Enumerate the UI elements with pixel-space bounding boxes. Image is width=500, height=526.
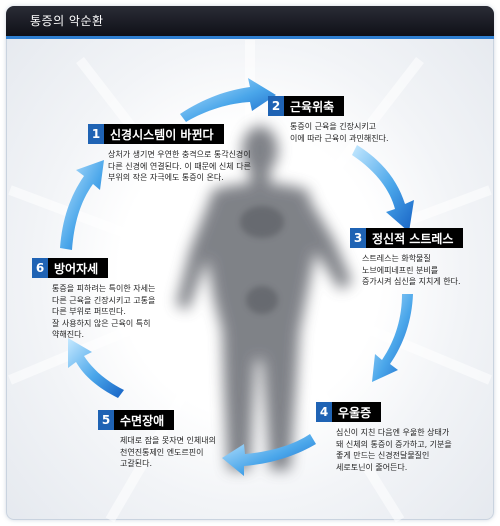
step-4-header: 4 우울증 [316,402,452,422]
step-5-title: 수면장애 [114,410,175,430]
arrow-3-to-4-icon [372,294,413,382]
step-1-header: 1 신경시스템이 바뀐다 [88,124,251,144]
step-4-line: 좋게 만드는 신경전달물질인 [336,451,430,460]
step-1-number: 1 [88,124,104,144]
step-6-line: 다른 부위로 퍼뜨린다. [52,307,126,316]
step-3-number: 3 [350,228,366,248]
step-2-line: 통증이 근육을 긴장시키고 [290,122,377,131]
step-2: 2 근육위축 통증이 근육을 긴장시키고 이에 따라 근육이 과민해진다. [268,96,389,144]
arrow-5-to-6-icon [68,338,124,398]
step-3-line: 스트레스는 화학물질 [362,254,431,263]
step-4-number: 4 [316,402,332,422]
step-6-description: 통증을 피하려는 특이한 자세는 다른 근육을 긴장시키고 고통을 다른 부위로… [52,283,155,341]
step-6: 6 방어자세 통증을 피하려는 특이한 자세는 다른 근육을 긴장시키고 고통을… [32,258,155,341]
step-2-line: 이에 따라 근육이 과민해진다. [290,133,389,143]
step-5-line: 제대로 잠을 못자면 인체내의 [120,436,216,445]
arrow-1-to-2-icon [180,78,276,122]
step-1-description: 상처가 생기면 우연한 충격으로 통각신경이 다른 신경에 연결된다. 이 때문… [108,149,251,184]
step-4-line: 세로토닌이 줄어든다. [336,462,408,472]
step-6-number: 6 [32,258,48,278]
step-2-number: 2 [268,96,284,116]
arrow-6-to-1-icon [60,160,104,250]
step-6-line: 다른 근육을 긴장시키고 고통을 [52,295,156,305]
step-5-line: 고갈된다. [120,459,152,468]
arrow-4-to-5-icon [222,434,316,476]
step-6-line: 잘 사용하지 않은 근육이 특히 [52,318,151,328]
page-title: 통증의 악순환 [30,14,104,28]
step-1-line: 상처가 생기면 우연한 충격으로 통각신경이 [108,150,251,159]
step-3-line: 노브에피네프린 분비를 [362,265,439,275]
step-1-title: 신경시스템이 바뀐다 [104,124,224,144]
step-3-description: 스트레스는 화학물질 노브에피네프린 분비를 증가시켜 심신을 지치게 한다. [362,253,463,288]
cycle-arrows [60,78,414,476]
step-5-description: 제대로 잠을 못자면 인체내의 천연진통제인 엔도르핀이 고갈된다. [120,435,216,470]
human-silhouette-icon [176,126,352,470]
step-4: 4 우울증 심신이 지친 다음엔 우울한 상태가 돼 신체의 통증이 증가하고,… [316,402,452,473]
step-1: 1 신경시스템이 바뀐다 상처가 생기면 우연한 충격으로 통각신경이 다른 신… [88,124,251,184]
step-1-line: 다른 신경에 연결된다. 이 때문에 신체 다른 [108,161,251,171]
step-4-description: 심신이 지친 다음엔 우울한 상태가 돼 신체의 통증이 증가하고, 기분을 좋… [336,427,452,473]
step-1-line: 부위의 작은 자극에도 통증이 온다. [108,173,224,182]
step-6-title: 방어자세 [48,258,109,278]
step-3-line: 증가시켜 심신을 지치게 한다. [362,277,461,286]
step-5-header: 5 수면장애 [98,410,216,430]
step-2-description: 통증이 근육을 긴장시키고 이에 따라 근육이 과민해진다. [290,121,389,144]
step-6-header: 6 방어자세 [32,258,155,278]
step-5-line: 천연진통제인 엔도르핀이 [120,447,204,457]
step-6-line: 통증을 피하려는 특이한 자세는 [52,284,156,293]
step-3-title: 정신적 스트레스 [366,228,464,248]
step-4-line: 돼 신체의 통증이 증가하고, 기분을 [336,439,452,449]
step-4-line: 심신이 지친 다음엔 우울한 상태가 [336,428,450,437]
title-bar: 통증의 악순환 [6,6,494,39]
step-3: 3 정신적 스트레스 스트레스는 화학물질 노브에피네프린 분비를 증가시켜 심… [350,228,464,288]
step-2-title: 근육위축 [284,96,345,116]
step-3-header: 3 정신적 스트레스 [350,228,464,248]
step-6-line: 약해진다. [52,330,84,339]
step-5: 5 수면장애 제대로 잠을 못자면 인체내의 천연진통제인 엔도르핀이 고갈된다… [98,410,216,470]
step-4-title: 우울증 [332,402,382,422]
step-2-header: 2 근육위축 [268,96,389,116]
step-5-number: 5 [98,410,114,430]
arrow-2-to-3-icon [352,145,414,232]
